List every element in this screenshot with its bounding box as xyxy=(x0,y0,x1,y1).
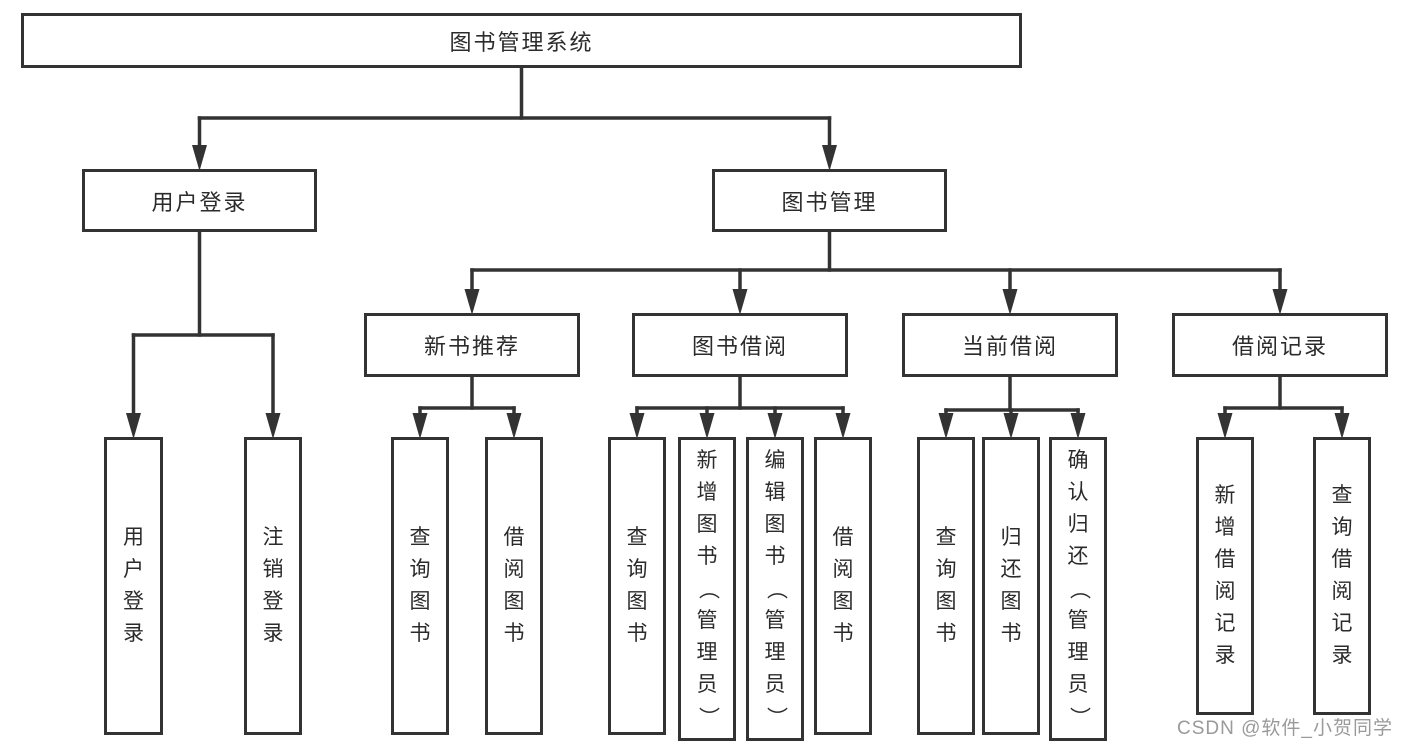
node-label: 借阅记录 xyxy=(1231,334,1328,359)
node-label: 归还图书 xyxy=(1000,526,1022,645)
node-label: 图书管理系统 xyxy=(449,29,594,55)
node-root: 图书管理系统 xyxy=(21,13,1022,68)
node-label: 用户登录 xyxy=(151,189,248,215)
node-current-borrow: 当前借阅 xyxy=(902,313,1118,377)
node-leaf-bb-query: 查询图书 xyxy=(608,437,666,735)
node-label: 用户登录 xyxy=(123,526,144,645)
node-borrow-records: 借阅记录 xyxy=(1172,313,1388,377)
node-leaf-br-add: 新增借阅记录 xyxy=(1196,437,1254,715)
node-new-books: 新书推荐 xyxy=(364,313,580,377)
node-label: 当前借阅 xyxy=(961,334,1058,359)
node-label: 查询图书 xyxy=(409,526,431,645)
node-label: 新增借阅记录 xyxy=(1214,484,1236,667)
node-leaf-cb-query: 查询图书 xyxy=(917,437,975,735)
node-label: 借阅图书 xyxy=(503,526,525,645)
node-leaf-logout: 注销登录 xyxy=(244,437,302,735)
node-label: 编辑图书（管理员） xyxy=(764,449,787,728)
node-label: 新增图书（管理员） xyxy=(696,449,719,728)
node-leaf-bb-add: 新增图书（管理员） xyxy=(678,437,736,741)
watermark: CSDN @软件_小贺同学 xyxy=(1177,718,1393,739)
node-label: 新书推荐 xyxy=(423,334,520,359)
node-user-login: 用户登录 xyxy=(82,169,317,232)
node-leaf-nb-query: 查询图书 xyxy=(391,437,449,735)
node-leaf-bb-borrow: 借阅图书 xyxy=(814,437,872,735)
node-label: 确认归还（管理员） xyxy=(1067,449,1090,728)
node-label: 借阅图书 xyxy=(832,526,854,645)
node-book-borrow: 图书借阅 xyxy=(632,313,848,377)
node-label: 查询借阅记录 xyxy=(1331,484,1353,667)
node-leaf-cb-confirm: 确认归还（管理员） xyxy=(1049,437,1107,741)
node-leaf-cb-return: 归还图书 xyxy=(982,437,1040,735)
node-label: 查询图书 xyxy=(626,526,648,645)
node-label: 查询图书 xyxy=(935,526,957,645)
node-label: 注销登录 xyxy=(262,526,284,645)
node-leaf-bb-edit: 编辑图书（管理员） xyxy=(746,437,804,741)
node-leaf-br-query: 查询借阅记录 xyxy=(1313,437,1371,715)
node-label: 图书借阅 xyxy=(691,334,788,359)
node-book-mgmt: 图书管理 xyxy=(712,169,947,232)
node-leaf-user-login: 用户登录 xyxy=(104,437,163,735)
node-leaf-nb-borrow: 借阅图书 xyxy=(485,437,543,735)
node-label: 图书管理 xyxy=(781,189,878,215)
